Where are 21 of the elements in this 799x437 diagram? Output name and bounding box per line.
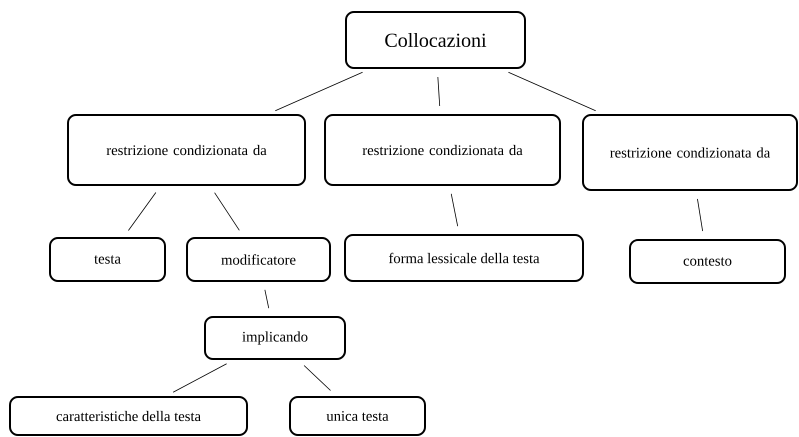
box: testa (49, 237, 166, 282)
box: modificatore (186, 237, 331, 282)
connector-line (264, 289, 270, 309)
connector-line (274, 72, 363, 112)
connector-line (214, 192, 240, 231)
connector-line (697, 198, 704, 232)
connector-line (304, 365, 331, 391)
box: restrizione condizionata da (67, 114, 306, 186)
connector-line (437, 76, 440, 106)
connector-line (508, 72, 596, 112)
box: implicando (204, 316, 346, 360)
connector-line (128, 192, 156, 231)
connector-line (450, 193, 458, 227)
box: forma lessicale della testa (344, 234, 584, 282)
connector-line (172, 363, 228, 393)
box: contesto (629, 239, 786, 284)
box: restrizione condizionata da (324, 114, 562, 186)
box: Collocazioni (345, 11, 526, 69)
box: caratteristiche della testa (9, 396, 248, 436)
box: unica testa (289, 396, 426, 436)
box: restrizione condizionata da (582, 114, 798, 191)
